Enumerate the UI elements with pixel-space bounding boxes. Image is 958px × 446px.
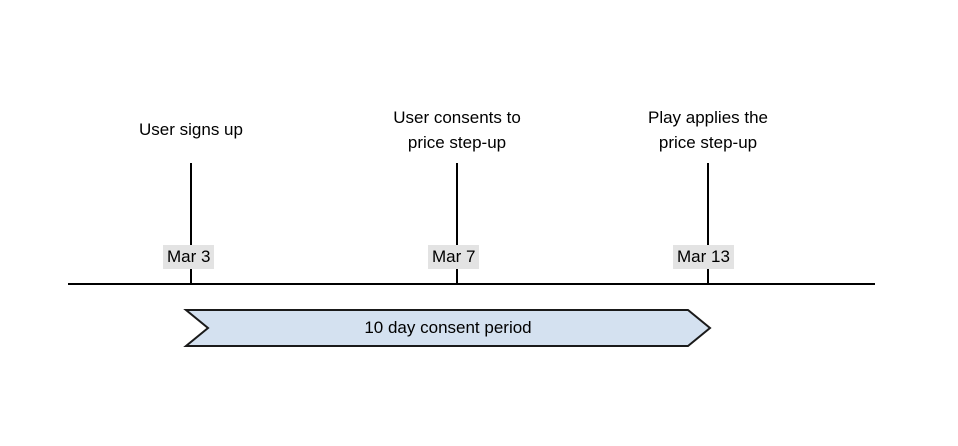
timeline-axis — [68, 283, 875, 285]
date-chip-signup: Mar 3 — [163, 245, 215, 269]
event-label-consent: User consents to price step-up — [393, 108, 521, 152]
tick-line-consent — [456, 163, 458, 285]
event-label-apply: Play applies the price step-up — [647, 108, 769, 152]
event-label-signup: User signs up — [139, 120, 243, 139]
consent-period-banner: 10 day consent period — [183, 309, 712, 347]
date-chip-consent: Mar 7 — [428, 245, 480, 269]
consent-period-arrow-shape — [183, 309, 712, 347]
tick-line-apply — [707, 163, 709, 285]
date-chip-apply: Mar 13 — [673, 245, 734, 269]
arrow-polygon — [183, 309, 712, 347]
tick-line-signup — [190, 163, 192, 285]
